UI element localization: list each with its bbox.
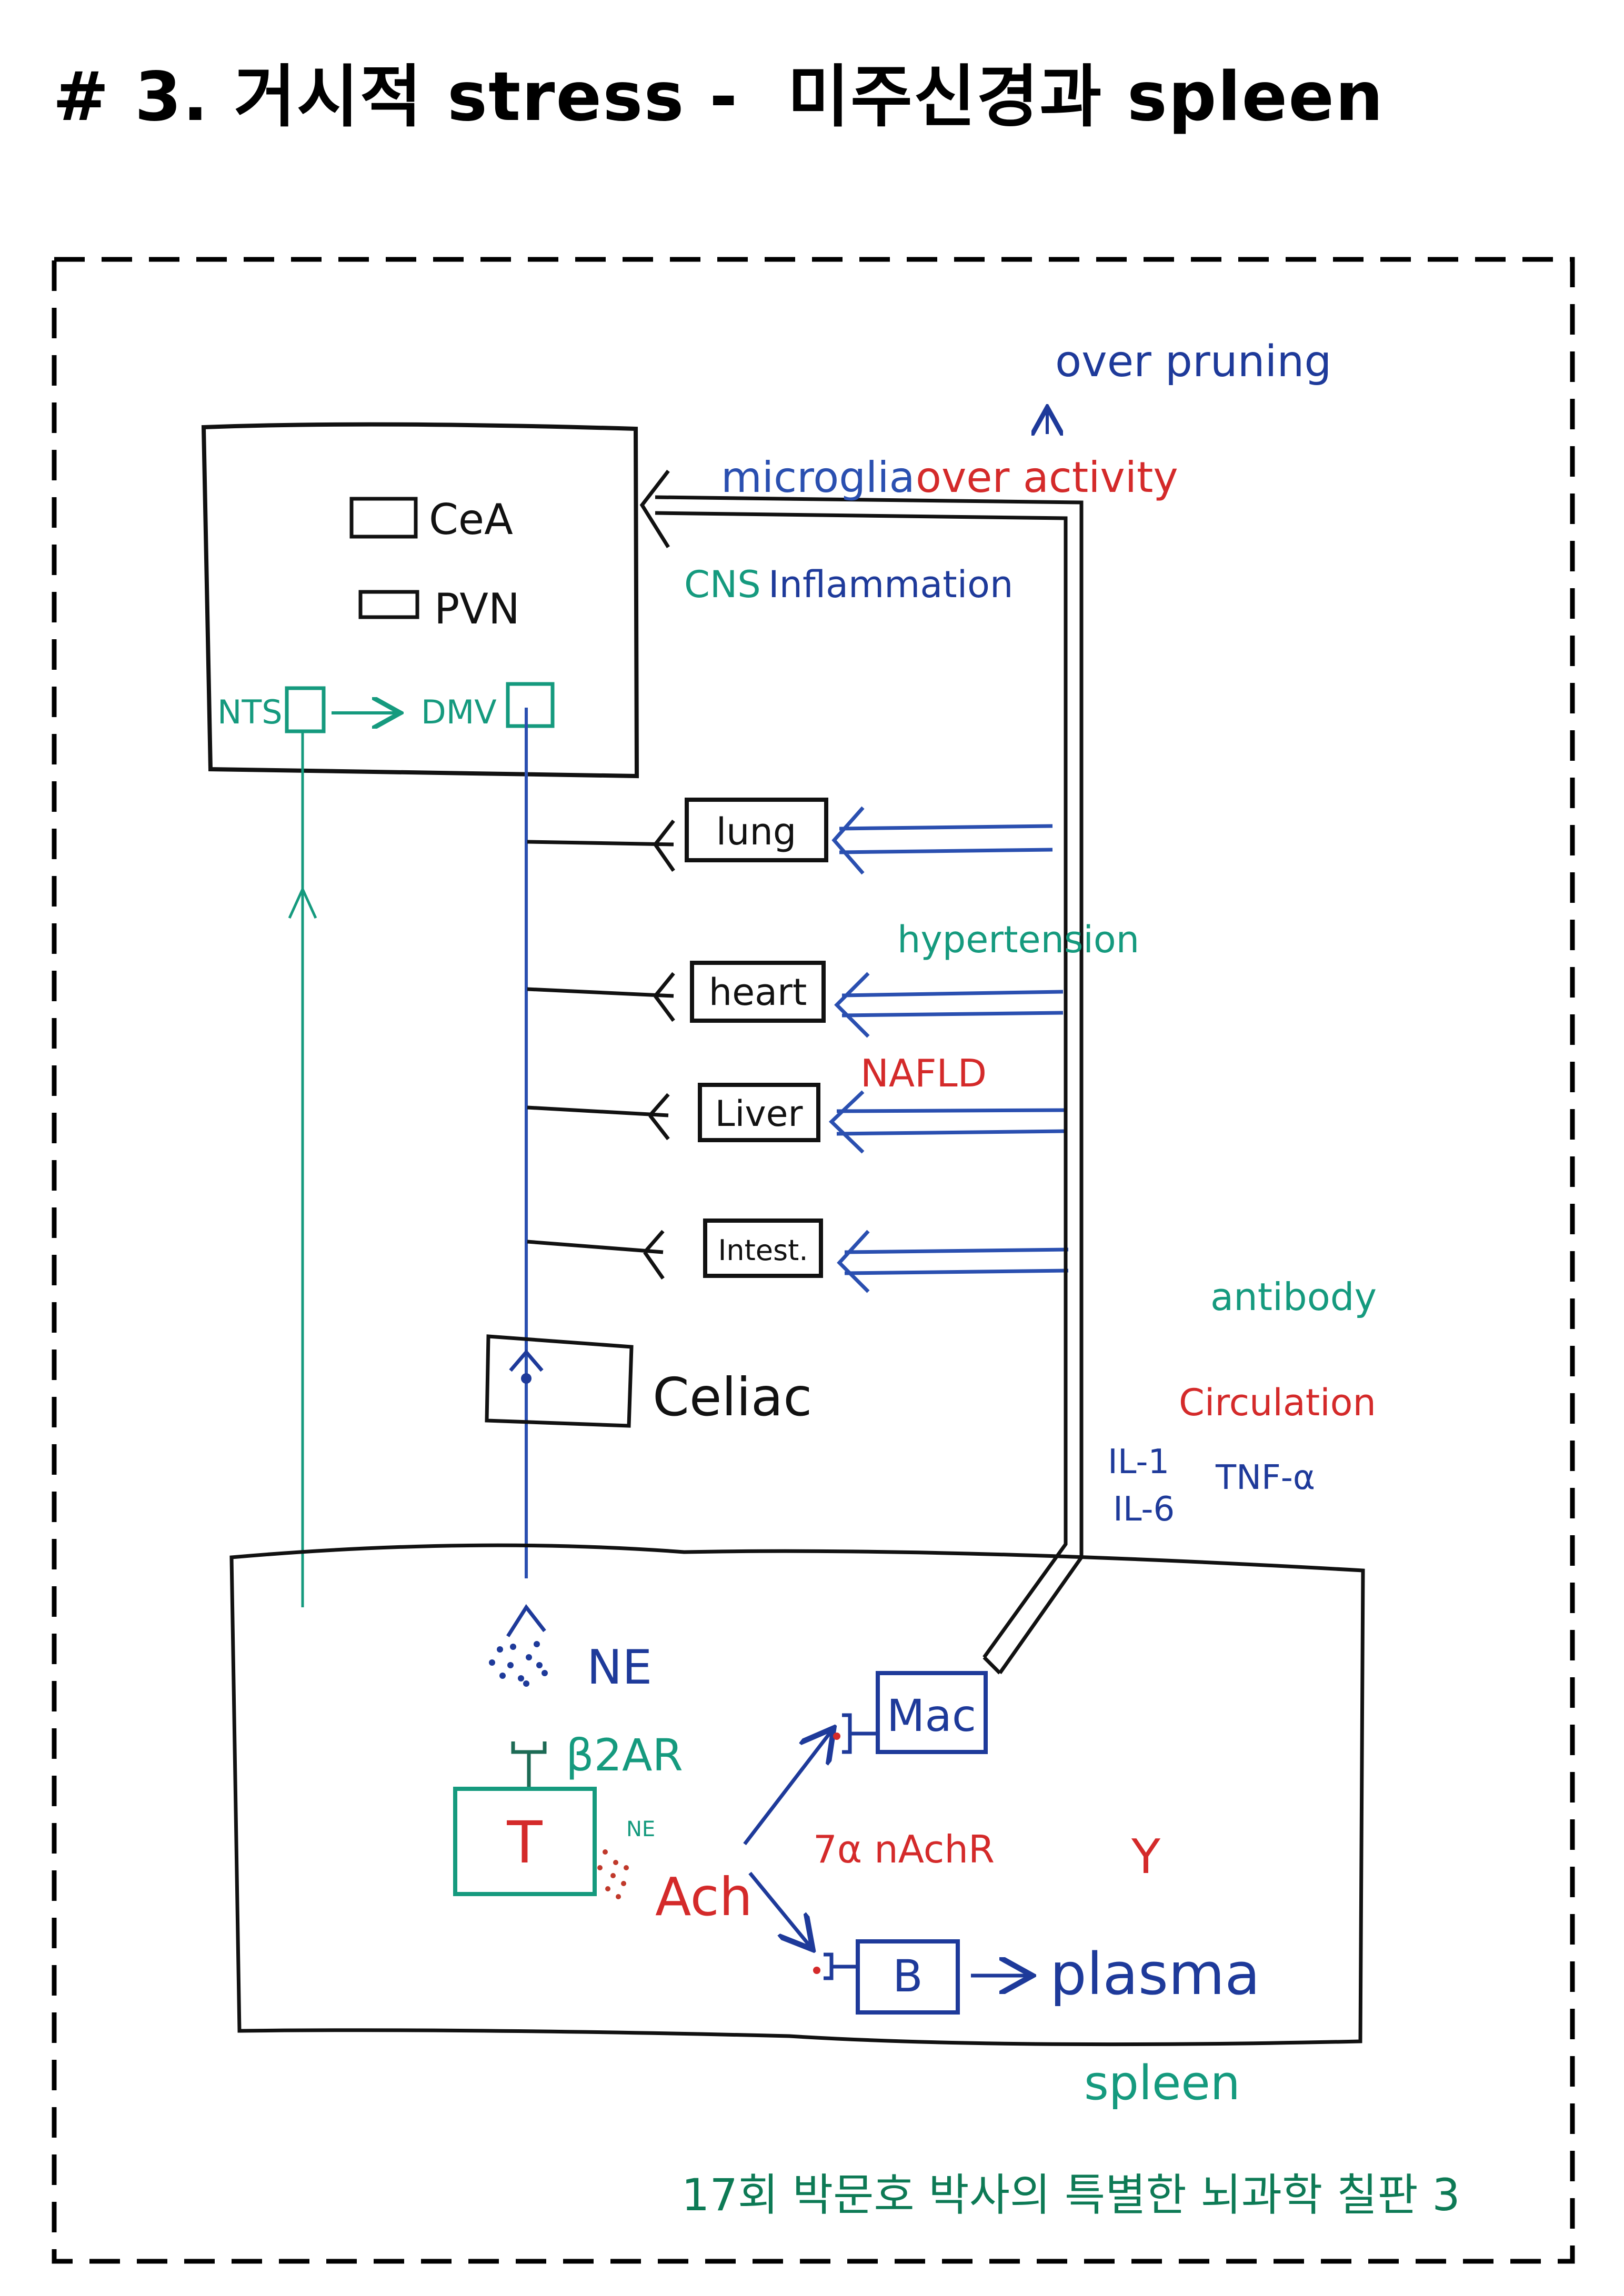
cea-box [349, 497, 418, 539]
inflammation-label: Inflammation [768, 563, 1013, 606]
svg-text:lung: lung [716, 810, 797, 853]
nts-box [285, 686, 326, 733]
svg-text:heart: heart [709, 971, 807, 1014]
over-activity-label: over activity [916, 453, 1178, 502]
ach-label: Ach [655, 1866, 753, 1928]
outer-dashed-frame [52, 257, 1575, 2264]
mac-label: Mac [887, 1690, 976, 1741]
page-title: # 3. 거시적 stress - 미주신경과 spleen [53, 58, 1385, 136]
b-receptor [824, 1952, 858, 1980]
organ-inflammation-arrows [828, 806, 1069, 1293]
cea-label: CeA [429, 495, 513, 544]
plasma-label: plasma [1050, 1940, 1260, 2008]
spleen-box [229, 1543, 1365, 2047]
ne-small-label: NE [626, 1817, 655, 1841]
footer-caption: 17회 박문호 박사의 특별한 뇌과학 칠판 3 [681, 2169, 1460, 2221]
organ-lung: lung [685, 798, 828, 862]
il6-label: IL-6 [1113, 1490, 1175, 1529]
b-cell-box [856, 1939, 960, 2015]
nts-label: NTS [217, 693, 283, 731]
celiac-synapse [509, 1349, 544, 1372]
cytokine-conduit [639, 469, 1084, 1675]
cns-label: CNS [684, 563, 761, 606]
mac-box [876, 1671, 988, 1754]
spleen-label: spleen [1084, 2056, 1240, 2111]
t-cell-label: T [506, 1809, 543, 1876]
b2ar-receptor [511, 1741, 547, 1789]
pvn-label: PVN [434, 585, 520, 633]
ach-to-mac-arrow [743, 1731, 831, 1846]
microglia-label: microglia [721, 453, 915, 502]
ne-terminal [506, 1604, 546, 1637]
mac-ach-dot [833, 1733, 840, 1740]
brain-box [201, 422, 639, 779]
b2ar-label: β2AR [566, 1729, 683, 1781]
svg-text:Liver: Liver [715, 1093, 803, 1135]
tnf-label: TNF-α [1215, 1458, 1315, 1497]
organ-intestine: Intest. [703, 1219, 823, 1278]
organ-liver: Liver [698, 1083, 820, 1142]
hypertension-label: hypertension [897, 918, 1139, 961]
ne-vesicles [489, 1641, 548, 1687]
t-cell-box [453, 1787, 597, 1896]
ach-vesicles [597, 1849, 629, 1899]
il1-label: IL-1 [1108, 1443, 1169, 1482]
nafld-label: NAFLD [860, 1051, 987, 1095]
dmv-label: DMV [421, 693, 497, 731]
celiac-label: Celiac [653, 1366, 812, 1428]
organ-branches [527, 819, 675, 1280]
b-cell-label: B [893, 1950, 923, 2002]
organ-heart: heart [690, 961, 826, 1023]
b-ach-dot [813, 1967, 820, 1974]
ach-to-b-arrow [748, 1871, 810, 1947]
circulation-label: Circulation [1179, 1381, 1376, 1424]
nachr-label: 7α nAchR [813, 1827, 995, 1871]
over-pruning-label: over pruning [1055, 337, 1331, 387]
antibody-label: antibody [1210, 1275, 1377, 1319]
pvn-box [358, 590, 419, 619]
ne-label: NE [587, 1640, 652, 1695]
celiac-box [485, 1334, 634, 1428]
afferent-up-arrow [288, 885, 317, 919]
dmv-box [506, 682, 555, 728]
antibody-y-glyph: Y [1131, 1829, 1161, 1885]
svg-text:Intest.: Intest. [718, 1234, 808, 1267]
celiac-synapse-dot [521, 1373, 532, 1384]
mac-receptor [842, 1713, 876, 1754]
